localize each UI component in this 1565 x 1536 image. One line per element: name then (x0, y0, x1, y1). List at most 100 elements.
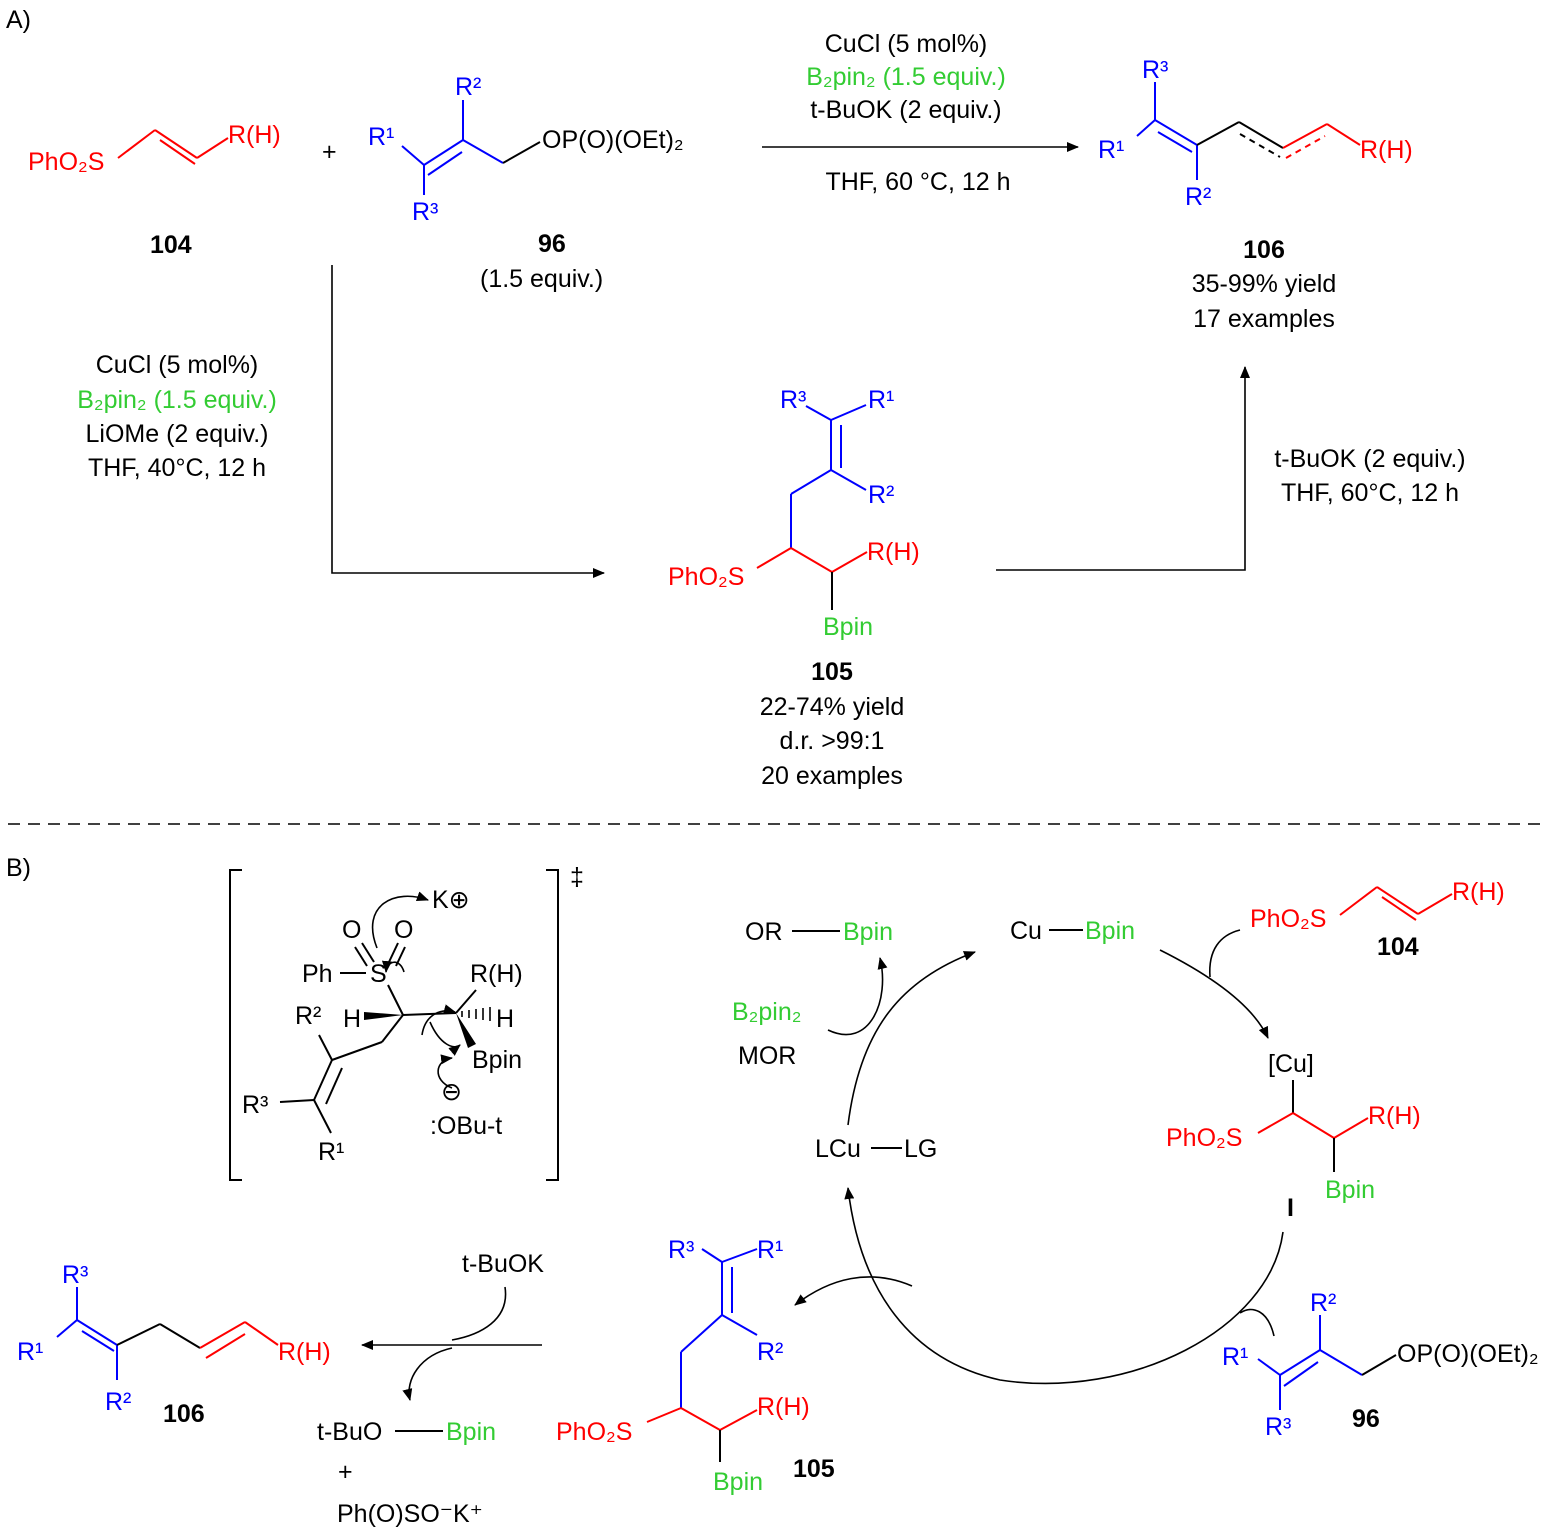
right-conditions: t-BuOK (2 equiv.) THF, 60°C, 12 h (1274, 445, 1465, 507)
compound-number-106: 106 (1243, 236, 1285, 264)
byproducts: t-BuO Bpin + Ph(O)SO⁻K⁺ (317, 1418, 496, 1528)
phosphate-label: OP(O)(OEt)₂ (542, 126, 684, 154)
ts-r2: R² (295, 1002, 321, 1030)
yield-105: 22-74% yield (760, 693, 905, 721)
r3-label: R³ (668, 1236, 694, 1264)
ts-minus: ⊖ (441, 1078, 462, 1106)
r2-label: R² (1310, 1289, 1336, 1317)
r2-label: R² (455, 73, 481, 101)
tbuo-label: t-BuO (317, 1418, 382, 1446)
rh-label: R(H) (278, 1338, 331, 1366)
r3-label: R³ (62, 1261, 88, 1289)
plus-sign-byproduct: + (338, 1458, 353, 1486)
top-conditions: CuCl (5 mol%) B₂pin₂ (1.5 equiv.) t-BuOK… (806, 30, 1010, 196)
compound-104-b: PhO₂S R(H) 104 (1250, 878, 1505, 961)
svg-text:THF, 60°C, 12 h: THF, 60°C, 12 h (1281, 479, 1459, 507)
ts-r1: R¹ (318, 1138, 344, 1166)
compound-106-b: R³ R¹ R² R(H) 106 (17, 1261, 331, 1428)
compound-96-a: R¹ R² R³ OP(O)(OEt)₂ 96 (1.5 equiv.) (368, 73, 684, 293)
r3-label: R³ (1142, 56, 1168, 84)
mor-label: MOR (738, 1042, 796, 1070)
ts-h-left: H (343, 1005, 361, 1033)
ts-s: S (370, 960, 387, 988)
svg-text:B₂pin₂ (1.5 equiv.): B₂pin₂ (1.5 equiv.) (806, 63, 1006, 91)
compound-105-a: R³ R¹ R² PhO₂S R(H) Bpin 105 22-74% yiel… (668, 386, 920, 790)
b2pin2-label: B₂pin₂ (732, 998, 801, 1026)
yield-106: 35-99% yield (1192, 270, 1337, 298)
panel-label-b: B) (6, 854, 31, 882)
rh-label: R(H) (1360, 136, 1413, 164)
svg-text:THF, 40°C, 12 h: THF, 40°C, 12 h (88, 454, 266, 482)
bpin-label: Bpin (1325, 1176, 1375, 1204)
transition-state: ‡ O O S Ph K⊕ R(H) H H R² Bpin R³ R¹ ⊖ :… (229, 863, 584, 1181)
arrow-right-path (996, 366, 1250, 571)
sulfinate-byproduct: Ph(O)SO⁻K⁺ (337, 1500, 483, 1528)
ts-bpin: Bpin (472, 1046, 522, 1074)
cu-bracket-label: [Cu] (1268, 1050, 1314, 1078)
examples-106: 17 examples (1193, 305, 1335, 333)
rh-label: R(H) (228, 121, 281, 149)
cu-label: Cu (1010, 917, 1042, 945)
plus-sign: + (322, 138, 337, 166)
ts-o-right: O (394, 916, 413, 944)
r1-label: R¹ (1222, 1343, 1248, 1371)
ts-h-right: H (496, 1005, 514, 1033)
or-label: OR (745, 918, 783, 946)
svg-text:THF, 60 °C, 12 h: THF, 60 °C, 12 h (825, 168, 1010, 196)
ts-otbu: :OBu-t (430, 1112, 502, 1140)
lg-label: LG (904, 1135, 937, 1163)
r1-label: R¹ (368, 123, 394, 151)
compound-number-104: 104 (150, 231, 192, 259)
phso2s-label: PhO₂S (1166, 1124, 1242, 1152)
compound-number-105: 105 (793, 1455, 835, 1483)
compound-104-a: PhO₂S R(H) 104 (28, 121, 281, 259)
r2-label: R² (1185, 183, 1211, 211)
or-bpin: OR Bpin (745, 918, 893, 946)
svg-text:B₂pin₂ (1.5 equiv.): B₂pin₂ (1.5 equiv.) (77, 386, 277, 414)
rh-label: R(H) (757, 1393, 810, 1421)
lcu-lg: LCu LG (815, 1135, 937, 1163)
r2-label: R² (868, 481, 894, 509)
intermediate-label-i: I (1287, 1194, 1294, 1222)
r3-label: R³ (1265, 1413, 1291, 1441)
compound-number-106: 106 (163, 1400, 205, 1428)
dr-105: d.r. >99:1 (780, 727, 885, 755)
r1-label: R¹ (1098, 136, 1124, 164)
left-conditions: CuCl (5 mol%) B₂pin₂ (1.5 equiv.) LiOMe … (77, 351, 277, 482)
ts-ph: Ph (302, 960, 333, 988)
compound-number-104: 104 (1377, 933, 1419, 961)
rh-label: R(H) (867, 538, 920, 566)
svg-text:LiOMe (2 equiv.): LiOMe (2 equiv.) (86, 420, 269, 448)
compound-106-a: R³ R¹ R² R(H) 106 35-99% yield 17 exampl… (1098, 56, 1413, 333)
bpin-label: Bpin (823, 613, 873, 641)
r3-label: R³ (412, 198, 438, 226)
compound-105-b: R³ R¹ R² PhO₂S R(H) Bpin 105 (556, 1236, 835, 1496)
r2-label: R² (105, 1388, 131, 1416)
phosphate-label: OP(O)(OEt)₂ (1397, 1340, 1539, 1368)
r1-label: R¹ (17, 1338, 43, 1366)
rh-label: R(H) (1368, 1102, 1421, 1130)
intermediate-i: [Cu] PhO₂S R(H) Bpin I (1166, 1050, 1421, 1222)
examples-105: 20 examples (761, 762, 903, 790)
svg-text:t-BuOK (2 equiv.): t-BuOK (2 equiv.) (810, 96, 1001, 124)
bpin-label: Bpin (713, 1468, 763, 1496)
cu-bpin: Cu Bpin (1010, 917, 1135, 945)
compound-number-96: 96 (1352, 1405, 1380, 1433)
phso2s-label: PhO₂S (668, 563, 744, 591)
equiv-96: (1.5 equiv.) (480, 265, 603, 293)
r2-label: R² (757, 1338, 783, 1366)
svg-text:CuCl (5 mol%): CuCl (5 mol%) (96, 351, 259, 379)
phso2s-label: PhO₂S (556, 1418, 632, 1446)
svg-text:CuCl (5 mol%): CuCl (5 mol%) (825, 30, 988, 58)
catalytic-cycle (794, 929, 1284, 1385)
r1-label: R¹ (868, 386, 894, 414)
rh-label: R(H) (1452, 878, 1505, 906)
bpin-label: Bpin (843, 918, 893, 946)
arrow-left-path (331, 265, 605, 578)
ts-k-cation: K⊕ (432, 886, 470, 914)
r1-label: R¹ (757, 1236, 783, 1264)
svg-text:t-BuOK (2 equiv.): t-BuOK (2 equiv.) (1274, 445, 1465, 473)
lcu-label: LCu (815, 1135, 861, 1163)
ts-rh: R(H) (470, 960, 523, 988)
